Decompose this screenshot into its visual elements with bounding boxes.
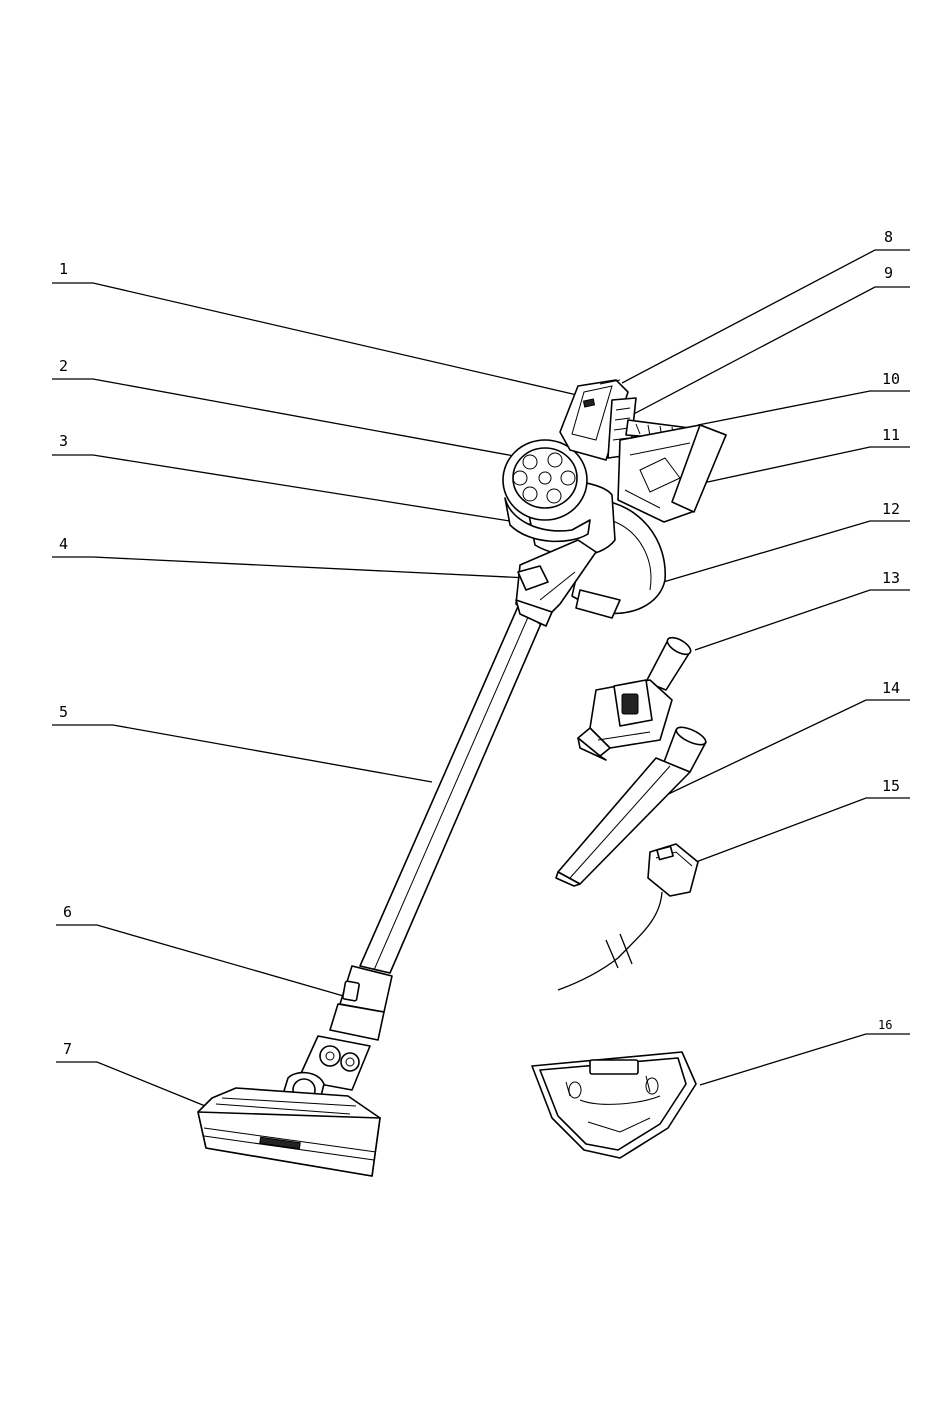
callout-6: 6 xyxy=(56,903,347,997)
wand-tube xyxy=(360,602,546,973)
callout-5: 5 xyxy=(52,703,432,782)
floor-brush-head xyxy=(198,1088,380,1176)
callout-10-number: 10 xyxy=(882,370,900,388)
callout-7-number: 7 xyxy=(63,1040,72,1058)
callout-16-number: 16 xyxy=(878,1018,892,1032)
callout-13-number: 13 xyxy=(882,569,900,587)
callout-10: 10 xyxy=(698,370,910,425)
callout-16: 16 xyxy=(700,1018,910,1085)
callout-9-number: 9 xyxy=(884,264,893,282)
callout-11-number: 11 xyxy=(882,426,900,444)
callout-15-number: 15 xyxy=(882,777,900,795)
callout-15: 15 xyxy=(688,777,910,865)
callout-7: 7 xyxy=(56,1040,215,1110)
callout-13: 13 xyxy=(695,569,910,650)
callout-4: 4 xyxy=(52,535,528,578)
callout-14-number: 14 xyxy=(882,679,900,697)
callout-5-number: 5 xyxy=(59,703,68,721)
wand-release-coupling xyxy=(330,966,392,1040)
callout-4-number: 4 xyxy=(59,535,68,553)
callout-6-number: 6 xyxy=(63,903,72,921)
callout-11: 11 xyxy=(703,426,910,483)
callout-8: 8 xyxy=(622,228,910,383)
callout-12: 12 xyxy=(660,500,910,583)
wall-mount-bracket xyxy=(532,1052,696,1158)
callout-12-number: 12 xyxy=(882,500,900,518)
callout-2: 2 xyxy=(52,357,525,458)
callout-8-number: 8 xyxy=(884,228,893,246)
callout-2-number: 2 xyxy=(59,357,68,375)
callout-1: 1 xyxy=(52,260,590,398)
callout-3-number: 3 xyxy=(59,432,68,450)
callout-1-number: 1 xyxy=(59,260,68,278)
callout-9: 9 xyxy=(628,264,910,417)
